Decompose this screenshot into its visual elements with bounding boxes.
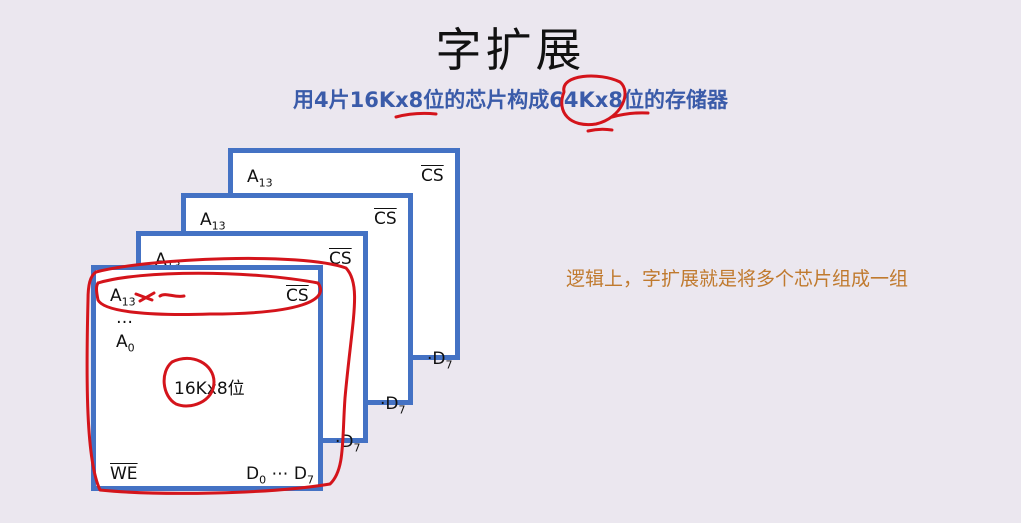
memory-chip-1: A13 CS … A0 16Kx8位 WE D0 ⋯ D7 — [91, 265, 323, 491]
data-high-label: ·D7 — [335, 432, 361, 455]
slide-subtitle: 用4片16Kx8位的芯片构成64Kx8位的存储器 — [293, 88, 728, 112]
write-enable-label: WE — [110, 464, 138, 484]
address-high-label: A13 — [247, 167, 273, 190]
underline-64k — [586, 127, 614, 133]
address-low-label: A0 — [116, 332, 135, 355]
data-range-label: D0 ⋯ D7 — [246, 464, 314, 487]
chip-select-label: CS — [421, 166, 444, 186]
chip-select-label: CS — [374, 209, 397, 229]
side-note: 逻辑上，字扩展就是将多个芯片组成一组 — [566, 268, 909, 290]
data-high-label: ·D7 — [380, 394, 406, 417]
data-high-label: ·D7 — [427, 349, 453, 372]
chip-capacity-label: 16Kx8位 — [174, 379, 245, 399]
slide-title: 字扩展 — [435, 23, 586, 77]
address-high-label: A13 — [200, 210, 226, 233]
address-ellipsis: … — [116, 308, 133, 328]
chip-select-label: CS — [286, 286, 309, 306]
address-high-label: A13 — [110, 286, 136, 309]
chip-select-label: CS — [329, 249, 352, 269]
